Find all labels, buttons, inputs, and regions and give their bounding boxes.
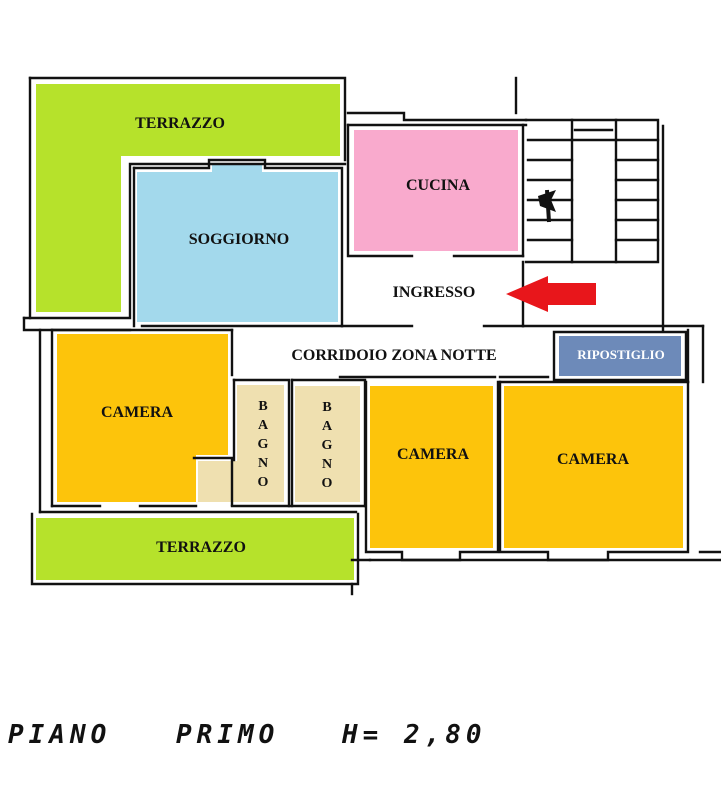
caption-height: H= 2,80: [342, 720, 487, 750]
bagno-2-area: [295, 386, 360, 502]
label-terrazzo-top: TERRAZZO: [135, 115, 225, 132]
label-terrazzo-bottom: TERRAZZO: [156, 539, 246, 556]
label-corridoio: CORRIDOIO ZONA NOTTE: [291, 347, 496, 364]
soggiorno-area: [137, 164, 338, 322]
label-camera-mid: CAMERA: [397, 446, 469, 463]
cucina-area: [354, 130, 518, 251]
room-fills: [36, 84, 683, 580]
label-ingresso: INGRESSO: [393, 284, 476, 301]
terrazzo-bottom-area: [36, 518, 354, 580]
ripostiglio-area: [559, 336, 681, 376]
caption-floor-name: PRIMO: [176, 720, 280, 750]
label-soggiorno: SOGGIORNO: [189, 231, 289, 248]
floor-caption: PIANO PRIMO H= 2,80: [8, 712, 648, 760]
label-ripostiglio: RIPOSTIGLIO: [577, 347, 664, 362]
label-cucina: CUCINA: [406, 177, 470, 194]
camera-left-area: [57, 334, 228, 502]
walls: [22, 76, 721, 596]
room-labels: TERRAZZO SOGGIORNO CUCINA INGRESSO CORRI…: [101, 115, 665, 556]
entrance-arrow-icon: [506, 276, 596, 312]
camera-mid-area: [370, 386, 493, 548]
terrazzo-top-area: [36, 84, 340, 312]
caption-floor-word: PIANO: [8, 720, 112, 750]
label-camera-left: CAMERA: [101, 404, 173, 421]
label-camera-right: CAMERA: [557, 451, 629, 468]
camera-right-area: [504, 386, 683, 548]
bagno-1-area: [198, 385, 284, 502]
stair-arrow-icon: [538, 189, 556, 223]
